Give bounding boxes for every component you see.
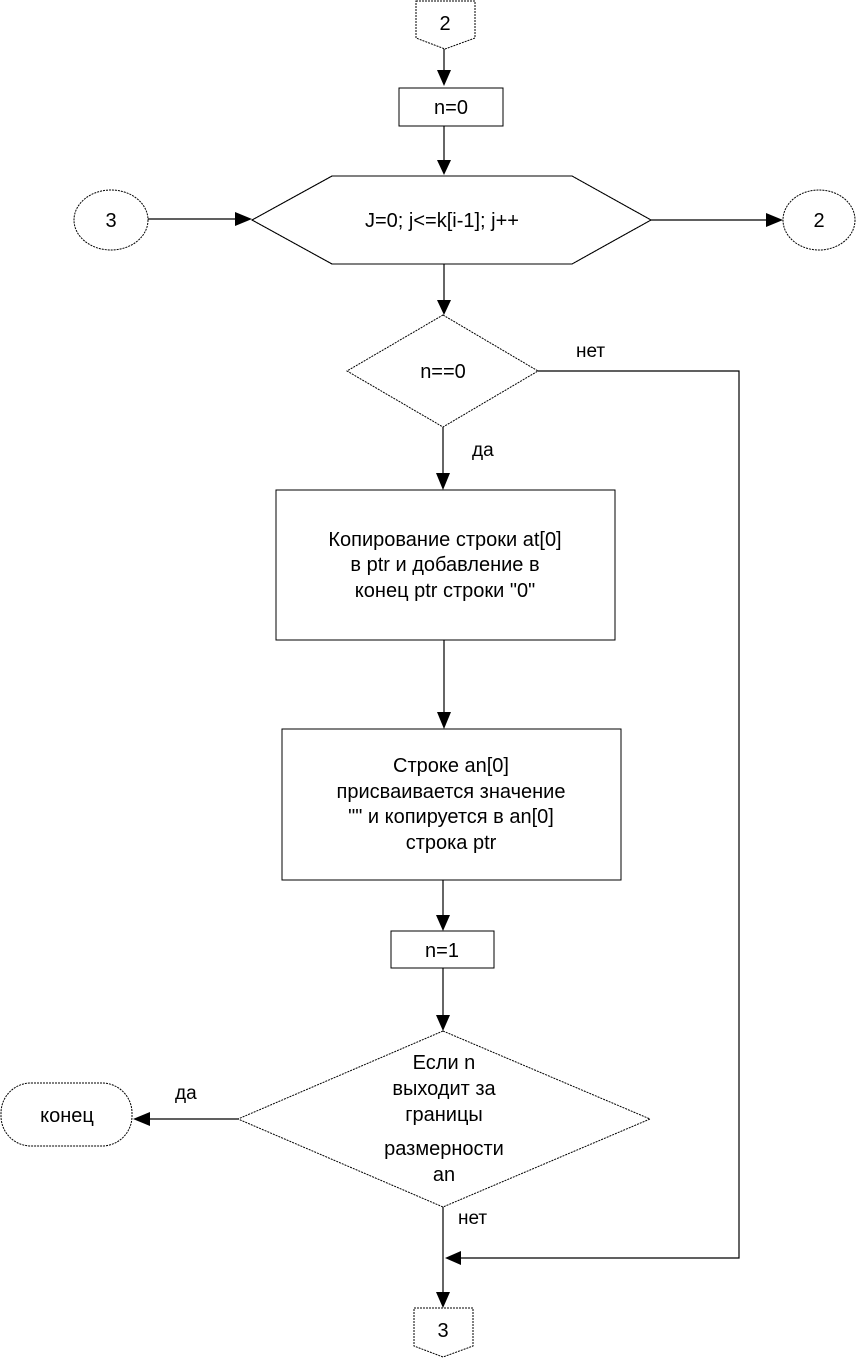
edge-copy-to-assign <box>437 640 451 729</box>
bounds-line-1: Если n <box>413 1052 476 1074</box>
check-n-label: n==0 <box>420 361 466 383</box>
set-n-box: n=1 <box>390 930 495 969</box>
check-yes-label: да <box>472 440 494 461</box>
arrow-down-icon <box>436 915 450 931</box>
arrow-down-icon <box>436 1015 450 1031</box>
bounds-line-3: границы <box>405 1104 483 1126</box>
loop-label: J=0; j<=k[i-1]; j++ <box>365 210 519 232</box>
assign-step-box: Строке an[0] присваивается значение "" и… <box>281 728 622 881</box>
arrow-left-icon <box>445 1251 461 1265</box>
bounds-check-decision: Если n выходит за границы размерности an <box>236 1030 652 1208</box>
arrow-down-icon <box>436 473 450 490</box>
edge-assign-to-setn <box>436 880 450 931</box>
set-n-label: n=1 <box>425 940 459 962</box>
loop-in-connector-label: 3 <box>105 210 116 232</box>
arrow-down-icon <box>437 300 451 315</box>
end-label: конец <box>40 1105 94 1127</box>
assign-step-line-1: Строке an[0] <box>393 755 509 777</box>
arrow-down-icon <box>437 160 451 175</box>
bounds-line-5: an <box>433 1164 455 1186</box>
arrow-down-icon <box>436 1292 450 1308</box>
bottom-offpage-connector: 3 <box>413 1307 474 1358</box>
arrow-left-icon <box>133 1112 150 1126</box>
bounds-line-4: размерности <box>384 1138 504 1160</box>
check-no-label: нет <box>576 341 605 362</box>
assign-step-line-2: присваивается значение <box>337 781 566 803</box>
copy-step-line-1: Копирование строки at[0] <box>328 529 561 551</box>
arrow-right-icon <box>766 213 783 227</box>
loop-in-connector: 3 <box>73 189 149 251</box>
copy-step-box: Копирование строки at[0] в ptr и добавле… <box>275 489 616 641</box>
init-n-label: n=0 <box>434 97 468 119</box>
assign-step-line-3: "" и копируется в an[0] <box>348 806 554 828</box>
assign-step-line-4: строка ptr <box>406 832 497 854</box>
edge-loop-to-connector2 <box>651 213 783 227</box>
copy-step-line-2: в ptr и добавление в <box>350 554 539 576</box>
top-offpage-connector: 2 <box>415 0 476 50</box>
edge-bounds-yes: да <box>133 1083 238 1126</box>
loop-hexagon: J=0; j<=k[i-1]; j++ <box>250 175 653 265</box>
bounds-line-2: выходит за <box>392 1078 496 1100</box>
init-n-box: n=0 <box>398 87 504 127</box>
edge-setn-to-bounds <box>436 968 450 1031</box>
bounds-no-label: нет <box>458 1208 487 1229</box>
edge-top-to-init <box>437 49 451 86</box>
edge-check-no: нет <box>445 341 740 1265</box>
bounds-yes-label: да <box>175 1083 197 1104</box>
check-n-decision: n==0 <box>346 314 539 428</box>
loop-out-connector-label: 2 <box>813 210 824 232</box>
edge-loop-to-check <box>437 264 451 315</box>
edge-connector3-to-loop <box>148 212 252 226</box>
loop-out-connector: 2 <box>782 189 856 251</box>
arrow-down-icon <box>437 70 451 86</box>
bottom-connector-label: 3 <box>437 1320 448 1342</box>
end-terminator: конец <box>0 1082 133 1147</box>
edge-bounds-no: нет <box>436 1207 487 1308</box>
top-connector-label: 2 <box>439 13 450 35</box>
edge-check-yes: да <box>436 427 494 490</box>
copy-step-line-3: конец ptr строки "0" <box>355 580 535 602</box>
arrow-down-icon <box>437 712 451 729</box>
edge-init-to-loop <box>437 126 451 175</box>
arrow-right-icon <box>235 212 252 226</box>
